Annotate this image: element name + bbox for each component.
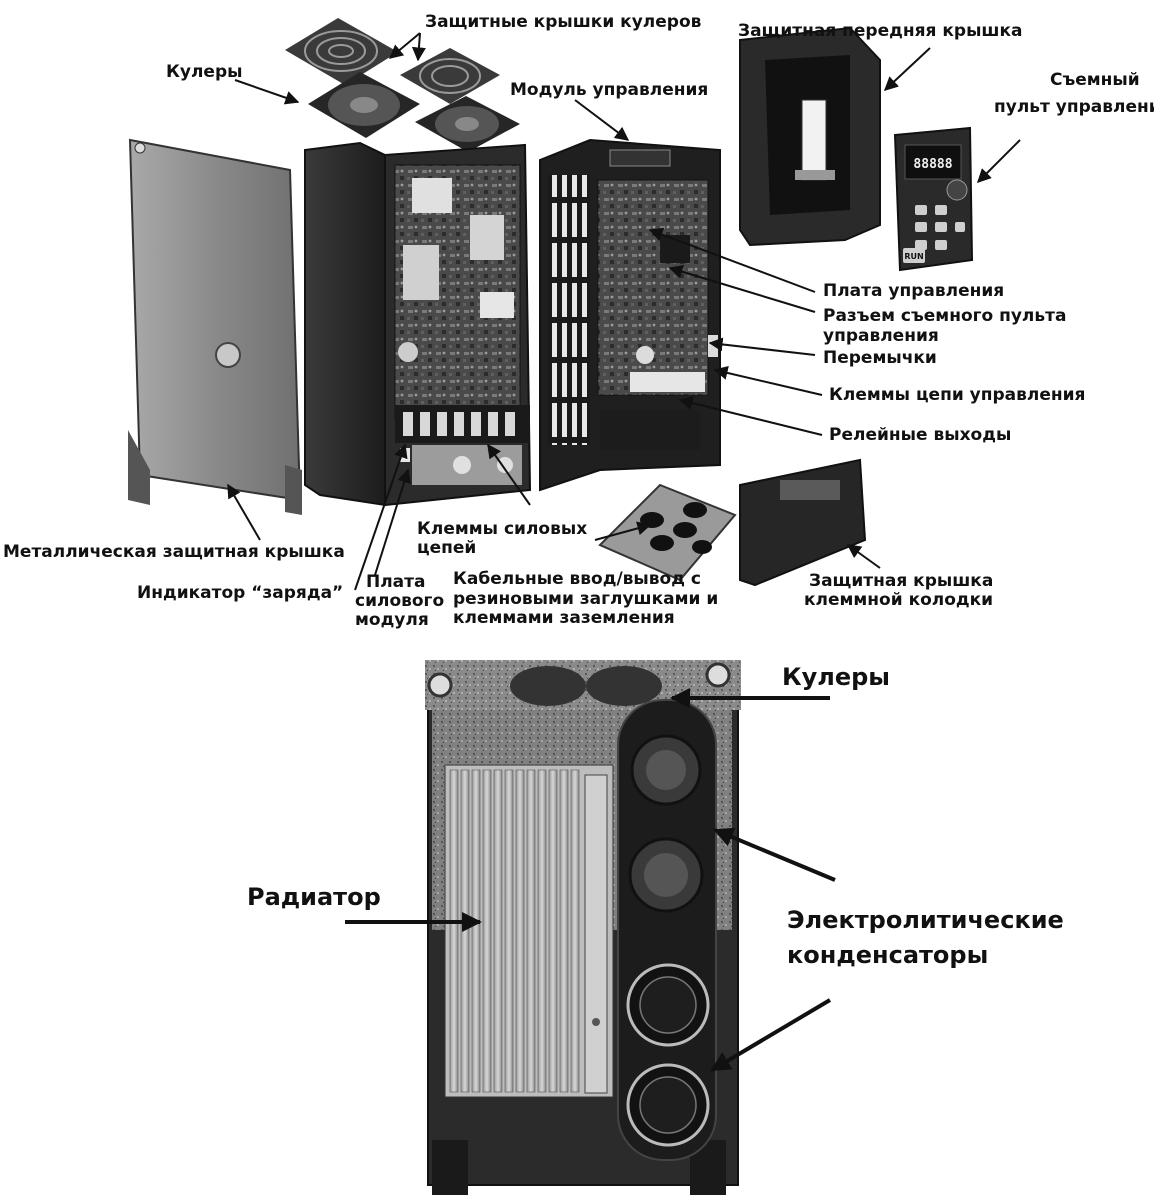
front-protective-cover [739, 26, 881, 247]
fan-right [415, 96, 520, 152]
label-control-board: Плата управления [823, 281, 1005, 301]
label-power-terminals-line2: цепей [417, 538, 477, 558]
keypad-run-key: RUN [904, 252, 923, 261]
label-capacitors-line2: конденсаторы [787, 941, 989, 969]
label-jumpers: Перемычки [823, 348, 937, 368]
power-module-body [304, 141, 532, 507]
label-capacitors-line1: Электролитические [787, 906, 1064, 934]
label-fans: Кулеры [166, 62, 243, 82]
label-keypad-line1: Съемный [1050, 70, 1140, 90]
cable-gland-plate [598, 483, 737, 582]
fan-cover-right [400, 48, 500, 104]
label-keypad-connector-line1: Разъем съемного пульта [823, 306, 1067, 326]
label-control-terminals: Клеммы цепи управления [829, 385, 1086, 405]
label-power-terminals-line1: Клеммы силовых [417, 519, 588, 539]
terminal-block-cover [739, 458, 867, 587]
control-module-frame [539, 138, 721, 492]
heatsink-radiator [444, 764, 614, 1098]
removable-keypad [893, 126, 974, 272]
label-power-board-line1: Плата [366, 572, 426, 592]
label-keypad-line2: пульт управления [994, 97, 1154, 117]
metal-protective-cover [128, 138, 302, 515]
label-front-cover: Защитная передняя крышка [738, 21, 1023, 41]
label-fan-covers: Защитные крышки кулеров [425, 12, 702, 32]
label-radiator: Радиатор [247, 883, 381, 911]
label-control-module: Модуль управления [510, 80, 709, 100]
label-metal-cover: Металлическая защитная крышка [3, 542, 345, 562]
label-cable-gland-line1: Кабельные ввод/вывод с [453, 569, 701, 589]
label-cable-gland-line2: резиновыми заглушками и [453, 589, 719, 609]
label-terminal-cover-line2: клеммной колодки [804, 590, 994, 610]
label-power-board-line3: модуля [355, 610, 429, 630]
label-relay-outputs: Релейные выходы [829, 425, 1012, 445]
bottom-leader-arrows [345, 688, 836, 1072]
keypad-display-digits: 88888 [913, 157, 952, 172]
label-cable-gland-line3: клеммами заземления [453, 608, 675, 628]
label-terminal-cover-line1: Защитная крышка [809, 571, 994, 591]
fan-left [308, 72, 420, 138]
capacitor-channel [617, 699, 717, 1161]
label-power-board-line2: силового [355, 591, 445, 611]
fan-cover-left [285, 18, 398, 85]
label-bottom-fans: Кулеры [782, 663, 890, 691]
label-keypad-connector-line2: управления [823, 326, 939, 346]
top-leader-arrows [227, 32, 1021, 591]
label-charge-indicator: Индикатор “заряда” [137, 583, 344, 603]
